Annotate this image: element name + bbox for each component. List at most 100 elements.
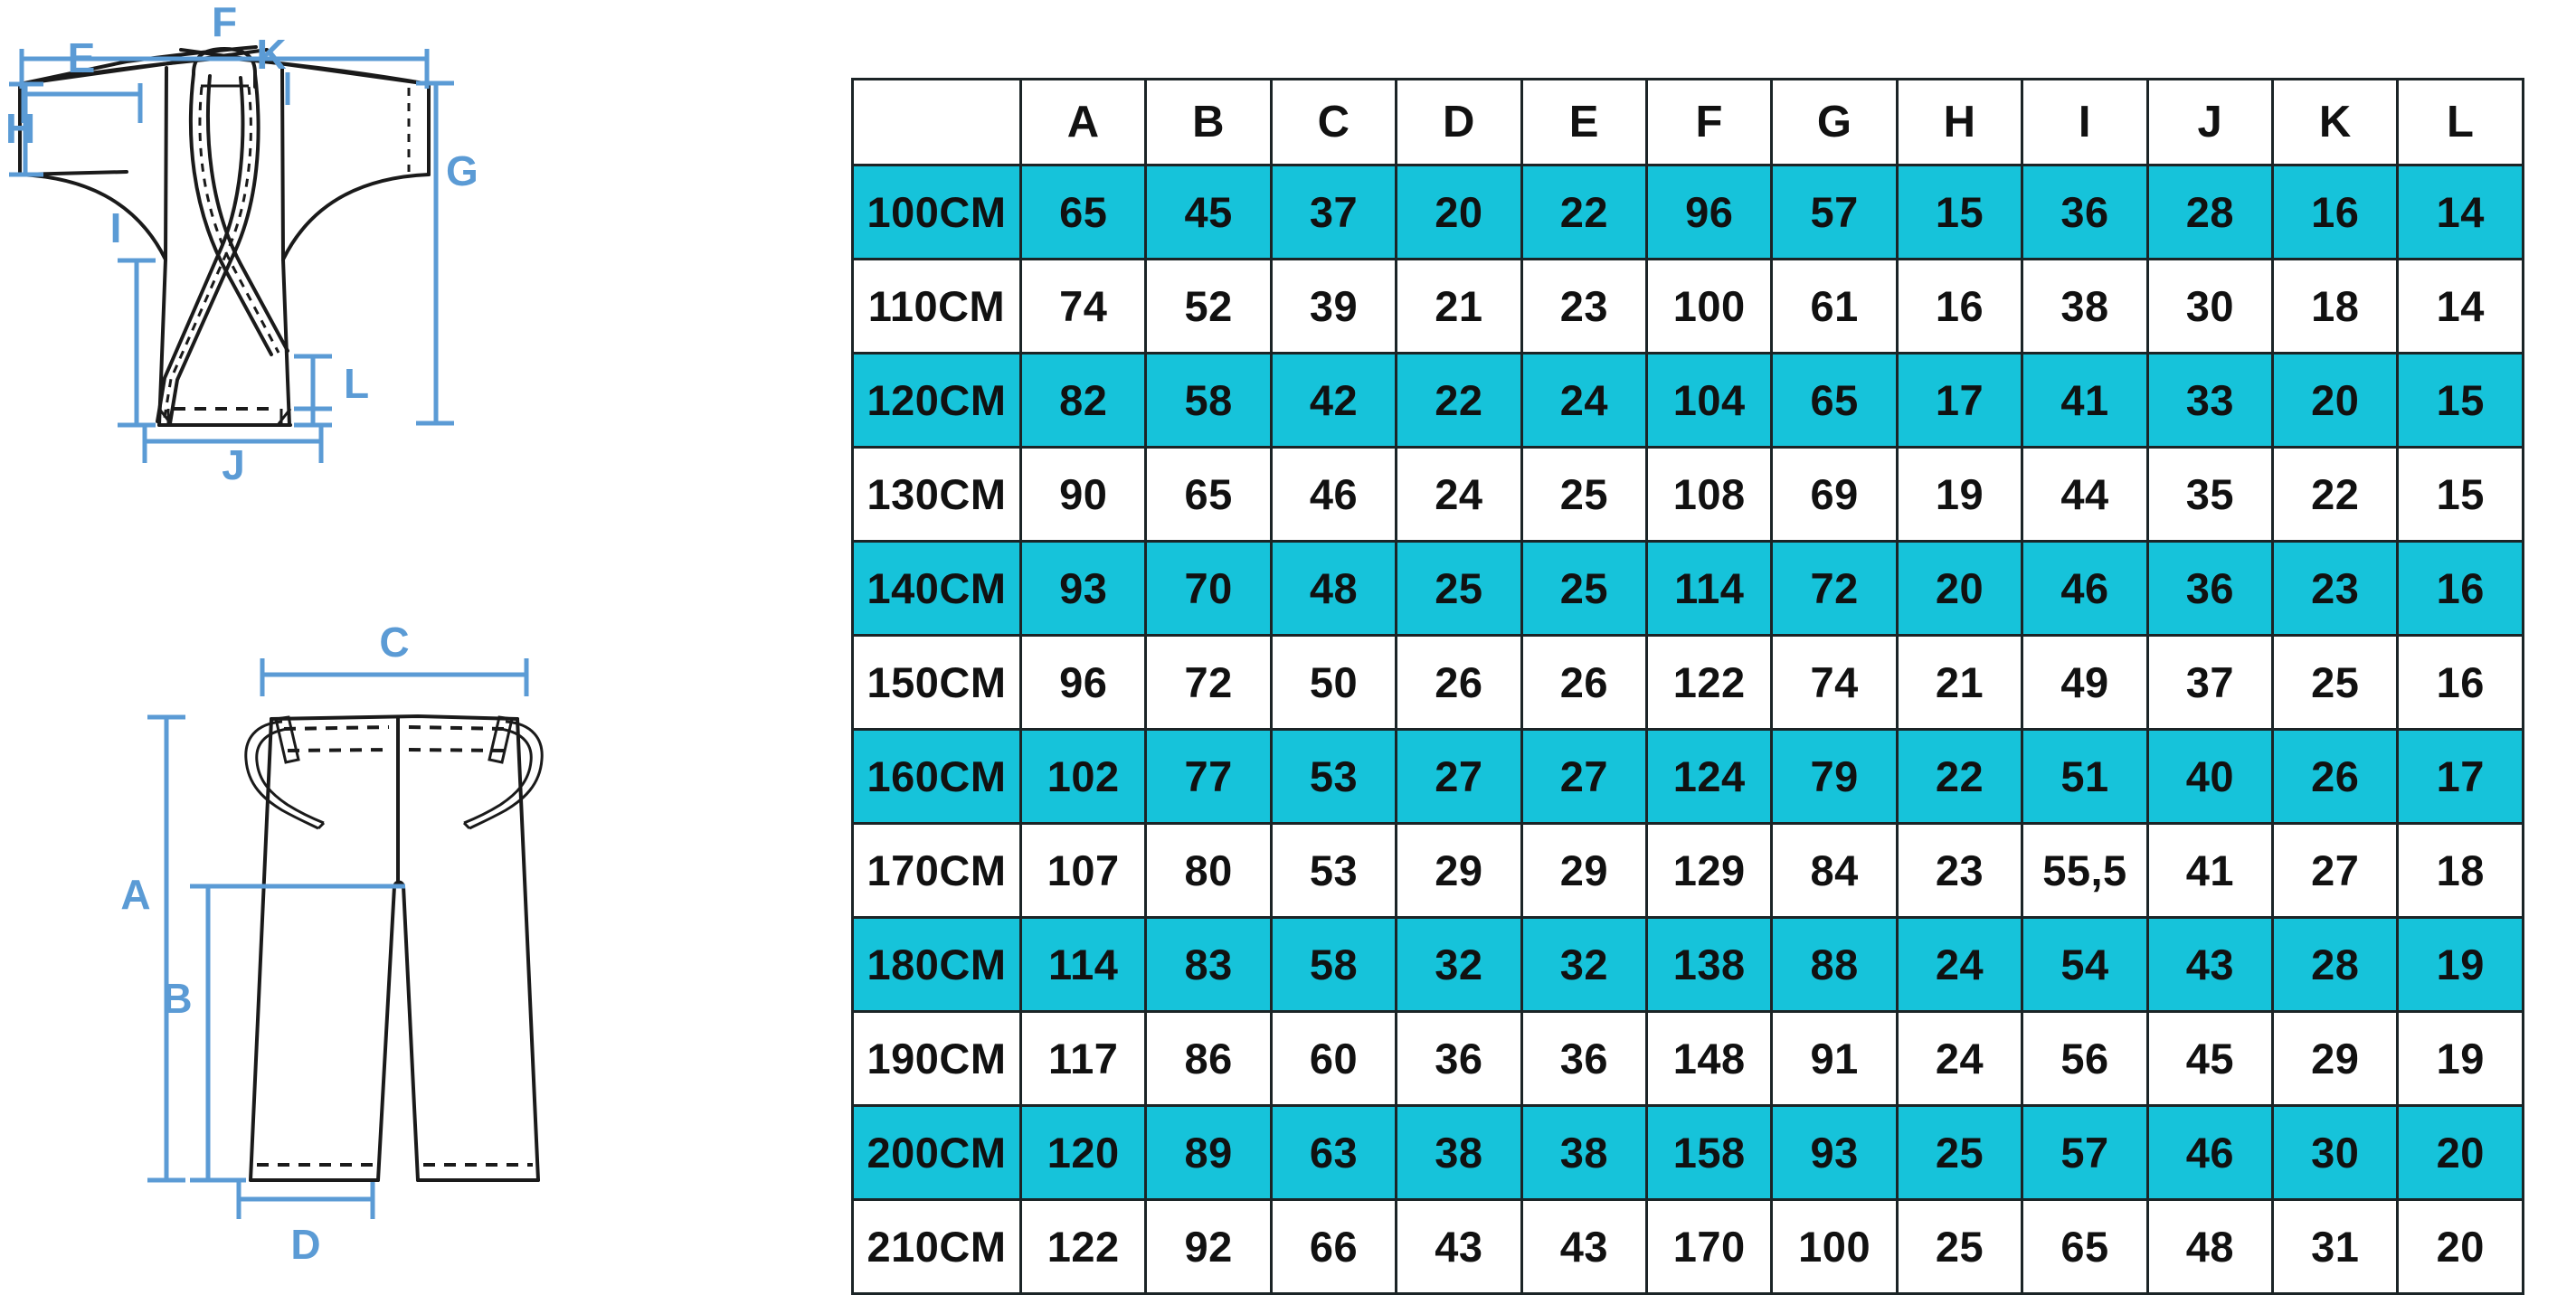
measurement-cell-j: 33	[2145, 352, 2275, 449]
column-header-k: K	[2271, 78, 2400, 166]
measurement-cell-h: 15	[1895, 164, 2024, 260]
measurement-cell-d: 22	[1395, 352, 1523, 449]
measurement-cell-k: 29	[2271, 1010, 2400, 1107]
measurement-cell-h: 16	[1895, 258, 2024, 354]
measurement-cell-a: 93	[1018, 540, 1148, 637]
measurement-cell-k: 26	[2271, 728, 2400, 825]
column-header-b: B	[1144, 78, 1273, 166]
measurement-cell-d: 29	[1395, 822, 1523, 919]
measurement-cell-i: 49	[2021, 634, 2149, 731]
pants-dimension-lines: C A B D	[120, 619, 529, 1266]
dim-label-D: D	[290, 1221, 320, 1266]
measurement-cell-b: 52	[1144, 258, 1273, 354]
column-header-j: J	[2145, 78, 2275, 166]
measurement-cell-i: 41	[2021, 352, 2149, 449]
measurement-cell-c: 53	[1269, 728, 1398, 825]
measurement-cell-k: 30	[2271, 1104, 2400, 1201]
measurement-cell-l: 20	[2396, 1104, 2524, 1201]
measurement-cell-f: 129	[1645, 822, 1774, 919]
measurement-cell-g: 61	[1770, 258, 1899, 354]
column-header-d: D	[1395, 78, 1523, 166]
measurement-cell-g: 65	[1770, 352, 1899, 449]
measurement-cell-i: 44	[2021, 446, 2149, 543]
measurement-cell-l: 15	[2396, 446, 2524, 543]
measurement-cell-c: 37	[1269, 164, 1398, 260]
measurement-cell-a: 65	[1018, 164, 1148, 260]
measurement-cell-a: 82	[1018, 352, 1148, 449]
measurement-cell-a: 74	[1018, 258, 1148, 354]
measurement-cell-e: 36	[1520, 1010, 1649, 1107]
dim-label-E: E	[68, 34, 96, 81]
measurement-cell-a: 107	[1018, 822, 1148, 919]
measurement-cell-k: 20	[2271, 352, 2400, 449]
measurement-cell-i: 51	[2021, 728, 2149, 825]
measurement-cell-i: 57	[2021, 1104, 2149, 1201]
measurement-cell-d: 21	[1395, 258, 1523, 354]
measurement-cell-e: 23	[1520, 258, 1649, 354]
measurement-cell-b: 45	[1144, 164, 1273, 260]
measurement-cell-j: 40	[2145, 728, 2275, 825]
measurement-cell-d: 25	[1395, 540, 1523, 637]
measurement-cell-d: 38	[1395, 1104, 1523, 1201]
measurement-cell-c: 48	[1269, 540, 1398, 637]
measurement-cell-a: 117	[1018, 1010, 1148, 1107]
measurement-cell-g: 57	[1770, 164, 1899, 260]
measurement-cell-f: 114	[1645, 540, 1774, 637]
measurement-cell-d: 43	[1395, 1198, 1523, 1295]
measurement-cell-b: 83	[1144, 916, 1273, 1013]
row-size-label: 110CM	[851, 258, 1022, 354]
measurement-cell-i: 46	[2021, 540, 2149, 637]
measurement-cell-g: 74	[1770, 634, 1899, 731]
jacket-dimension-lines: F E K H G	[5, 0, 478, 488]
measurement-cell-h: 22	[1895, 728, 2024, 825]
measurement-cell-f: 158	[1645, 1104, 1774, 1201]
measurement-cell-b: 65	[1144, 446, 1273, 543]
measurement-cell-a: 114	[1018, 916, 1148, 1013]
measurement-cell-g: 100	[1770, 1198, 1899, 1295]
measurement-cell-k: 18	[2271, 258, 2400, 354]
measurement-cell-c: 53	[1269, 822, 1398, 919]
measurement-cell-l: 19	[2396, 1010, 2524, 1107]
measurement-cell-c: 63	[1269, 1104, 1398, 1201]
measurement-cell-l: 15	[2396, 352, 2524, 449]
dim-label-B: B	[162, 975, 192, 1022]
measurement-cell-b: 72	[1144, 634, 1273, 731]
measurement-cell-k: 16	[2271, 164, 2400, 260]
measurement-cell-l: 14	[2396, 164, 2524, 260]
measurement-cell-k: 27	[2271, 822, 2400, 919]
measurement-cell-b: 58	[1144, 352, 1273, 449]
measurement-cell-j: 41	[2145, 822, 2275, 919]
measurement-cell-c: 66	[1269, 1198, 1398, 1295]
measurement-cell-a: 102	[1018, 728, 1148, 825]
row-size-label: 120CM	[851, 352, 1022, 449]
column-header-h: H	[1895, 78, 2024, 166]
measurement-cell-j: 46	[2145, 1104, 2275, 1201]
measurement-cell-i: 56	[2021, 1010, 2149, 1107]
measurement-cell-k: 31	[2271, 1198, 2400, 1295]
measurement-cell-a: 120	[1018, 1104, 1148, 1201]
measurement-cell-d: 32	[1395, 916, 1523, 1013]
measurement-cell-f: 138	[1645, 916, 1774, 1013]
measurement-cell-f: 170	[1645, 1198, 1774, 1295]
measurement-cell-i: 55,5	[2021, 822, 2149, 919]
dim-label-F: F	[212, 0, 237, 45]
measurement-cell-i: 38	[2021, 258, 2149, 354]
measurement-cell-b: 80	[1144, 822, 1273, 919]
measurement-cell-g: 72	[1770, 540, 1899, 637]
column-header-c: C	[1269, 78, 1398, 166]
measurement-cell-f: 96	[1645, 164, 1774, 260]
measurement-cell-d: 36	[1395, 1010, 1523, 1107]
column-header-e: E	[1520, 78, 1649, 166]
measurement-cell-d: 26	[1395, 634, 1523, 731]
dim-label-C: C	[379, 619, 409, 666]
